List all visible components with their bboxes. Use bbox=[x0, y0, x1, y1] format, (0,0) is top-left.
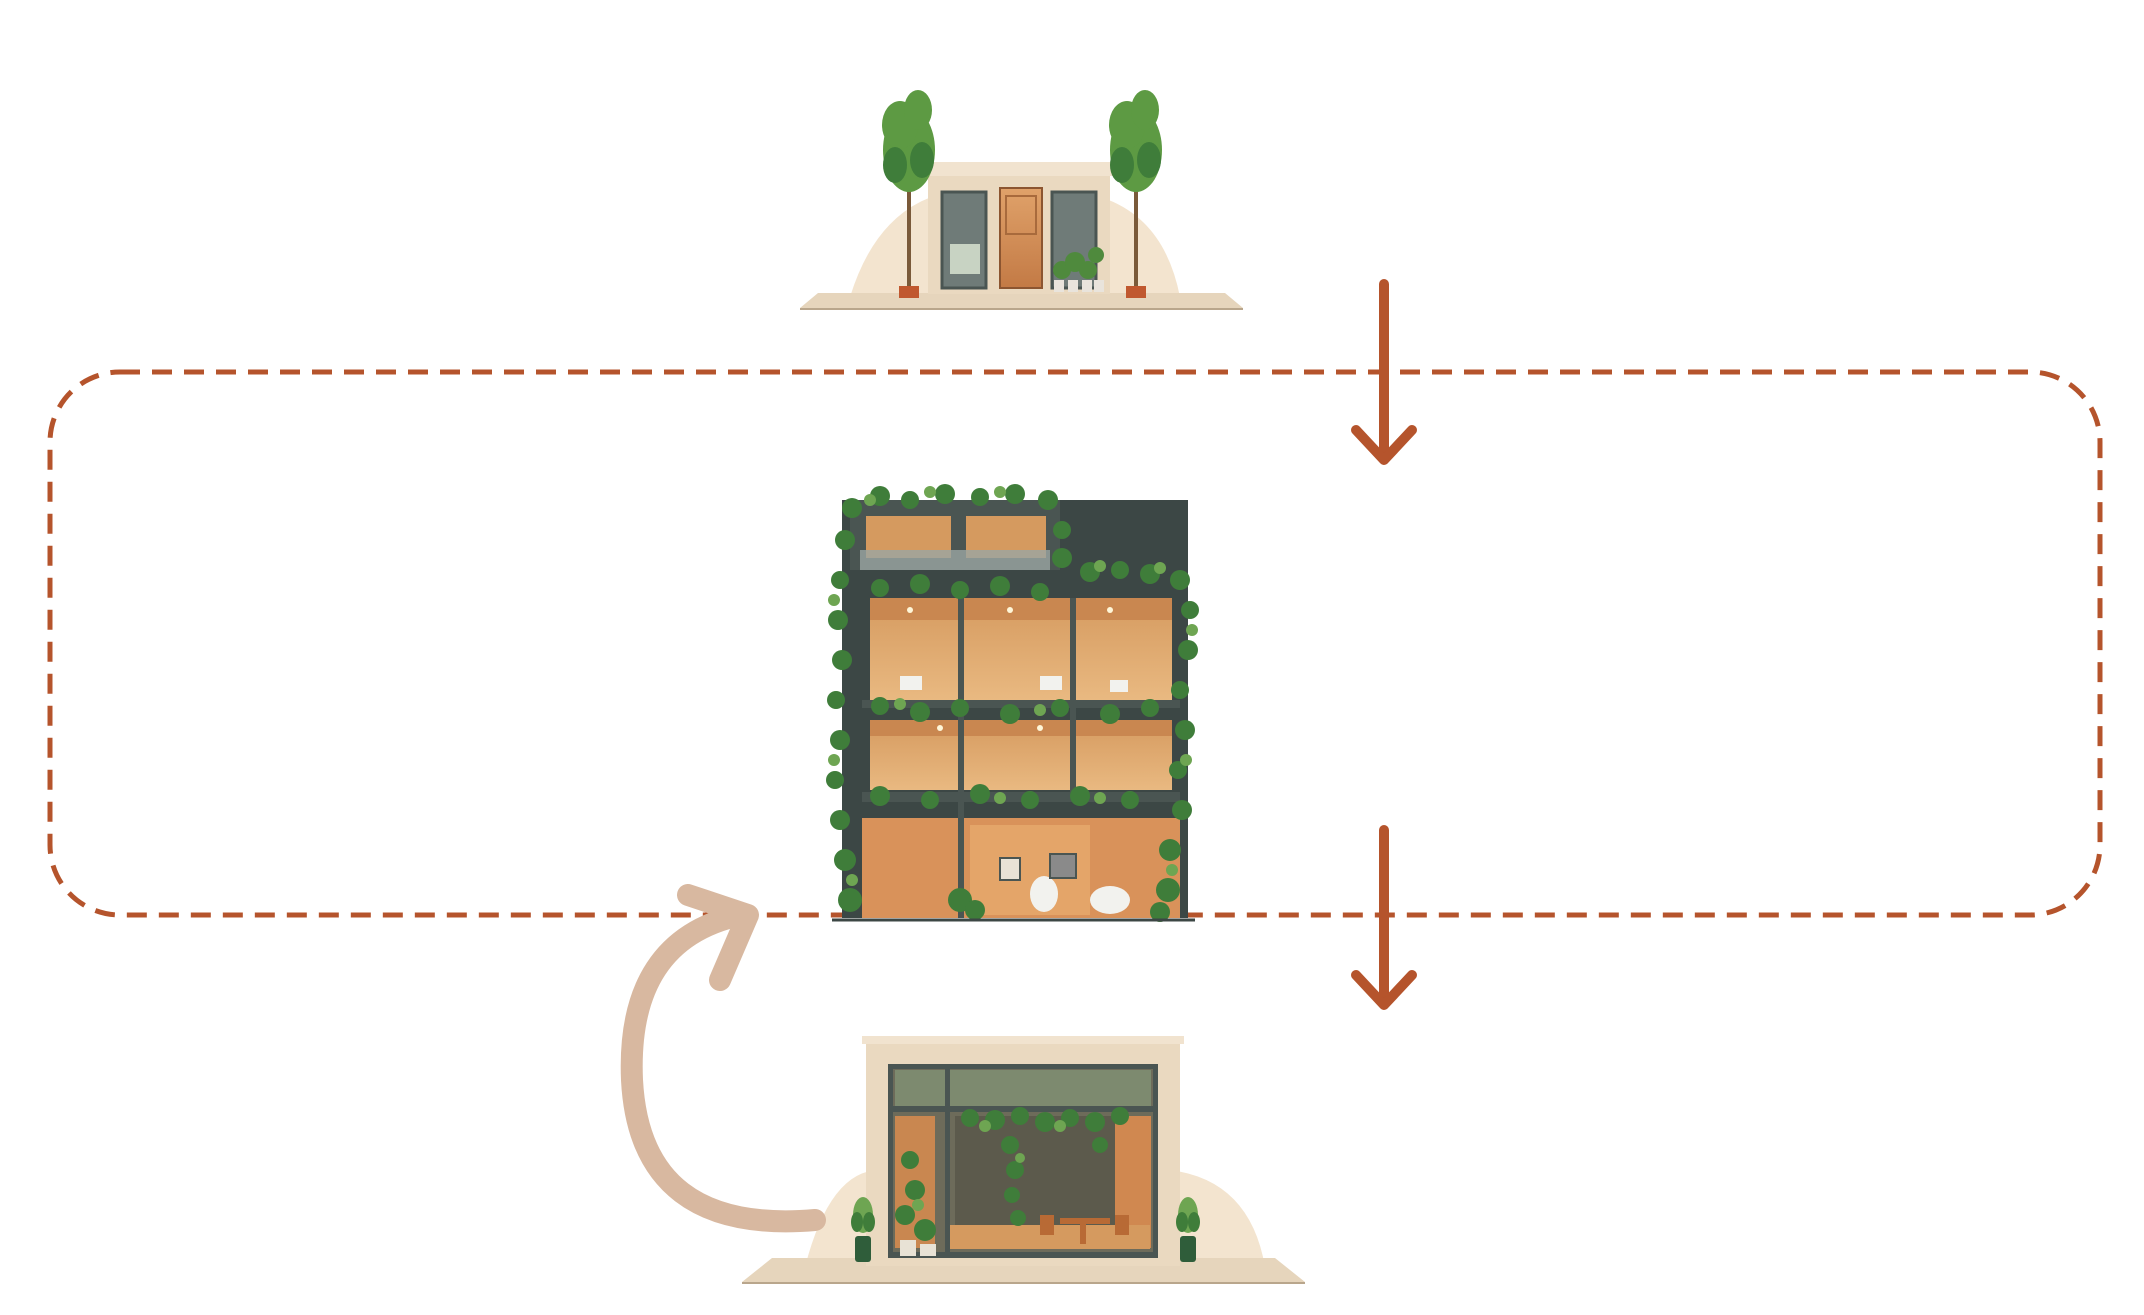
arrow-down-to-ground-floor-shop bbox=[1351, 825, 1417, 1010]
arrow-down-to-green-building bbox=[1351, 279, 1417, 465]
curved-return-arrow bbox=[620, 884, 826, 1233]
dashed-group-frame bbox=[47, 369, 2103, 918]
small-storefront-building-with-trees-icon bbox=[800, 90, 1243, 310]
ground-floor-storefront-with-plants-icon bbox=[742, 1036, 1305, 1284]
multi-storey-green-facade-building-icon bbox=[826, 484, 1199, 922]
